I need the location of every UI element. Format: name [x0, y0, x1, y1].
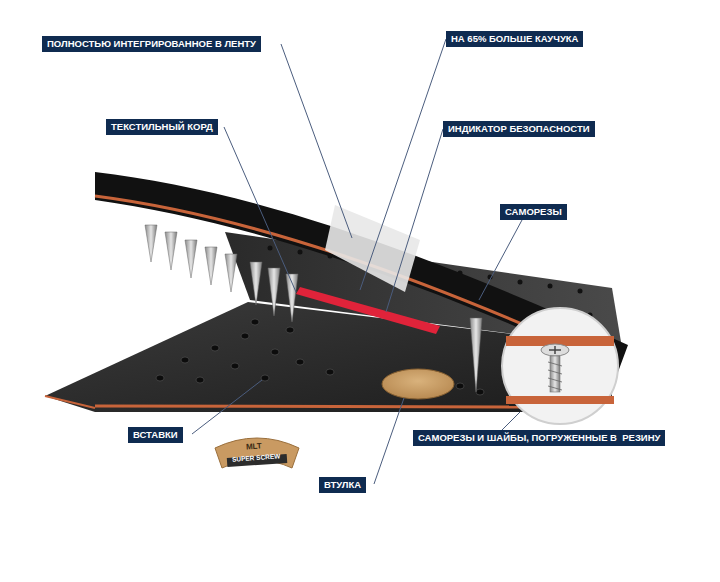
callout-box: ИНДИКАТОР БЕЗОПАСНОСТИ — [443, 121, 595, 137]
callout-box: ВТУЛКА — [319, 477, 366, 493]
callout-text: ВСТАВКИ — [133, 429, 178, 440]
callout-text: НА 65% БОЛЬШЕ КАУЧУКА — [451, 33, 578, 44]
callout-box: САМОРЕЗЫ — [500, 204, 567, 220]
callout-box: НА 65% БОЛЬШЕ КАУЧУКА — [446, 31, 583, 47]
callout-text: ИНДИКАТОР БЕЗОПАСНОСТИ — [448, 123, 590, 134]
bushing-label: MLT — [246, 442, 262, 451]
callout-box: ТЕКСТИЛЬНЫЙ КОРД — [106, 119, 218, 135]
callout-text: ТЕКСТИЛЬНЫЙ КОРД — [111, 121, 213, 132]
callout-box: ВСТАВКИ — [128, 427, 183, 443]
callout-box: ПОЛНОСТЬЮ ИНТЕГРИРОВАННОЕ В ЛЕНТУ — [42, 36, 261, 52]
callout-text: САМОРЕЗЫ — [505, 206, 562, 217]
callout-text: ВТУЛКА — [324, 479, 361, 490]
callout-text: ПОЛНОСТЬЮ ИНТЕГРИРОВАННОЕ В ЛЕНТУ — [47, 38, 256, 49]
callout-text: САМОРЕЗЫ И ШАЙБЫ, ПОГРУЖЕННЫЕ В РЕЗИНУ — [418, 432, 660, 443]
callout-box: САМОРЕЗЫ И ШАЙБЫ, ПОГРУЖЕННЫЕ В РЕЗИНУ — [413, 430, 665, 446]
